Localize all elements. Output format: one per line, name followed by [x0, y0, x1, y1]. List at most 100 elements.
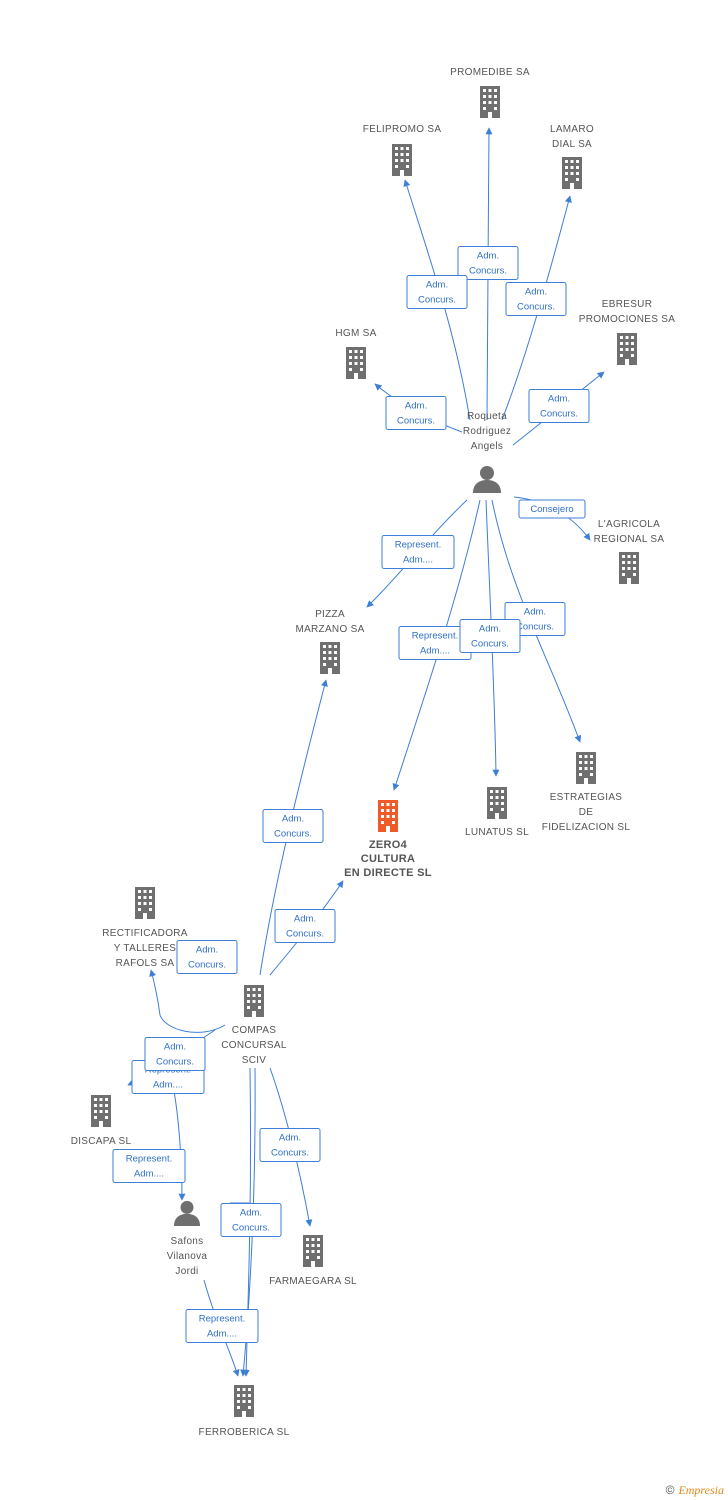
edge-label-e-ferro-rep[interactable]: Represent.Adm.... — [185, 1309, 259, 1343]
node-discapa[interactable]: DISCAPA SL — [71, 1095, 132, 1147]
edge-label-box — [185, 1309, 259, 1343]
node-label: EN DIRECTE SL — [344, 867, 432, 879]
building-icon — [135, 887, 155, 919]
edge-label-e-compas-pizza[interactable]: Adm.Concurs. — [262, 809, 324, 843]
node-label: DE — [579, 807, 594, 818]
building-icon — [576, 752, 596, 784]
edge-label-box — [144, 1037, 206, 1071]
edge-label-text: Concurs. — [540, 409, 578, 420]
edge-label-box — [274, 909, 336, 943]
edge-label-text: Adm. — [164, 1042, 186, 1053]
edge-label-text: Represent. — [395, 540, 441, 551]
node-hgm[interactable]: HGM SA — [335, 328, 376, 379]
edge-label-text: Adm.... — [403, 555, 433, 566]
edge-labels-layer: Adm. Concurs. Adm. Concurs. Adm. Concurs. Adm.… — [112, 246, 590, 1343]
node-ebresur[interactable]: EBRESUR PROMOCIONES SA — [579, 299, 675, 365]
edge-label-e-safons-rect[interactable]: Represent.Adm.... — [112, 1149, 186, 1183]
footer-brand[interactable]: ©Empresia — [666, 1483, 724, 1498]
copyright-symbol: © — [665, 1483, 675, 1497]
edge-label-text: Concurs. — [471, 639, 509, 650]
node-felipromo[interactable]: FELIPROMO SA — [363, 124, 442, 176]
edge-label-e-felipromo[interactable]: Adm.Concurs. — [406, 275, 468, 309]
node-agricola[interactable]: L'AGRICOLA REGIONAL SA — [594, 519, 665, 584]
node-label: FERROBERICA SL — [199, 1427, 290, 1438]
edge-label-e-lunatus[interactable]: Adm.Concurs. — [459, 619, 521, 653]
node-label: FELIPROMO SA — [363, 124, 442, 135]
edge-label-e-ferro-adm[interactable]: Adm. Concurs. — [220, 1203, 282, 1237]
edge-label-e-hgm[interactable]: Adm.Concurs. — [385, 396, 447, 430]
node-label: FARMAEGARA SL — [269, 1276, 357, 1287]
edge-label-text: Represent. — [126, 1154, 172, 1165]
edge-label-e-discapa-adm[interactable]: Adm. Concurs. — [144, 1037, 206, 1071]
node-label: FIDELIZACION SL — [542, 822, 631, 833]
edge-label-e-compas-zero4[interactable]: Adm. Concurs. — [274, 909, 336, 943]
node-label: REGIONAL SA — [594, 534, 665, 545]
edge-label-box — [112, 1149, 186, 1183]
edge-label-text: Adm. — [405, 401, 427, 412]
edge-label-box — [457, 246, 519, 280]
node-label: CONCURSAL — [221, 1040, 287, 1051]
node-label: Rodriguez — [463, 426, 511, 437]
building-icon — [487, 787, 507, 819]
edge-label-e-rect[interactable]: Adm.Concurs. — [176, 940, 238, 974]
edge-label-text: Concurs. — [156, 1057, 194, 1068]
edge-label-text: Concurs. — [469, 266, 507, 277]
node-label: Y TALLERES — [114, 943, 177, 954]
building-icon — [562, 157, 582, 189]
edge-label-text: Adm. — [524, 607, 546, 618]
edge-label-e-pizza[interactable]: Represent. Adm.... — [381, 535, 455, 569]
node-label: EBRESUR — [602, 299, 652, 310]
edge-label-text: Represent. — [199, 1314, 245, 1325]
node-lunatus[interactable]: LUNATUS SL — [465, 787, 529, 838]
node-label: L'AGRICOLA — [598, 519, 660, 530]
edge-label-text: Adm.... — [153, 1080, 183, 1091]
edge-label-e-agricola[interactable]: Consejero — [518, 499, 586, 519]
edge-label-text: Adm.... — [420, 646, 450, 657]
node-ferroberica[interactable]: FERROBERICA SL — [199, 1385, 290, 1438]
node-label: SCIV — [242, 1055, 267, 1066]
building-icon — [234, 1385, 254, 1417]
edge-label-e-lamaro[interactable]: Adm. Concurs. — [505, 282, 567, 316]
building-icon — [392, 144, 412, 176]
building-icon — [303, 1235, 323, 1267]
edge-label-text: Concurs. — [232, 1223, 270, 1234]
node-label: Jordi — [175, 1266, 198, 1277]
edge-label-box — [220, 1203, 282, 1237]
node-label: CULTURA — [361, 853, 415, 865]
edge-label-e-promedibe[interactable]: Adm.Concurs. — [457, 246, 519, 280]
node-label: LAMARO — [550, 124, 594, 135]
edge-label-e-ebresur[interactable]: Adm.Concurs. — [528, 389, 590, 423]
node-label: Angels — [471, 441, 503, 452]
edge-label-text: Adm. — [282, 814, 304, 825]
node-label: RECTIFICADORA — [102, 928, 188, 939]
node-farmaegara[interactable]: FARMAEGARA SL — [269, 1235, 357, 1287]
edge-label-text: Adm. — [294, 914, 316, 925]
edge-label-box — [262, 809, 324, 843]
edge-label-box — [259, 1128, 321, 1162]
main-company-building-icon — [378, 800, 398, 832]
edge-label-e-farma[interactable]: Adm.Concurs. — [259, 1128, 321, 1162]
brand-logo-text: Empresia — [678, 1483, 724, 1497]
edge-label-text: Adm. — [525, 287, 547, 298]
node-label: PROMOCIONES SA — [579, 314, 675, 325]
edge-label-text: Adm. — [240, 1208, 262, 1219]
edge-label-text: Concurs. — [517, 302, 555, 313]
edge-label-box — [176, 940, 238, 974]
node-label: PIZZA — [315, 609, 345, 620]
edge-label-text: Concurs. — [516, 622, 554, 633]
node-label: Vilanova — [167, 1251, 208, 1262]
edge-label-text: Consejero — [530, 504, 573, 515]
node-promedibe[interactable]: PROMEDIBE SA — [450, 67, 530, 118]
building-icon — [617, 333, 637, 365]
edge-label-text: Concurs. — [286, 929, 324, 940]
edge-line-e-promedibe — [485, 127, 493, 421]
